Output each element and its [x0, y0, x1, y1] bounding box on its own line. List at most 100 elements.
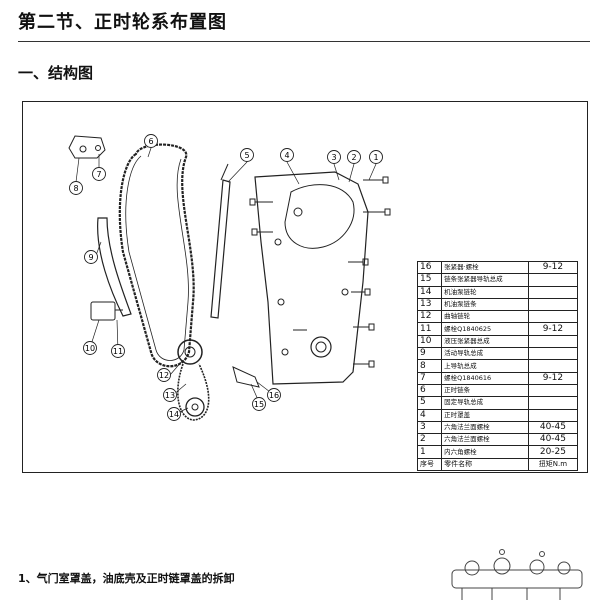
svg-text:8: 8 [73, 184, 78, 193]
cell-name: 液压张紧器总成 [441, 334, 529, 349]
callout-3: 3 [327, 150, 341, 164]
cell-name: 机油泵链轮 [441, 285, 529, 299]
callout-10: 10 [83, 341, 97, 355]
svg-text:6: 6 [148, 137, 153, 146]
cell-name: 螺栓Q1840625 [441, 322, 529, 336]
svg-text:12: 12 [159, 371, 169, 380]
svg-text:5: 5 [244, 151, 249, 160]
callout-5: 5 [240, 148, 254, 162]
svg-text:10: 10 [85, 344, 95, 353]
cell-no: 1 [416, 445, 443, 459]
callout-13: 13 [163, 388, 177, 402]
step-heading: 1、气门室罩盖，油底壳及正时链罩盖的拆卸 [18, 572, 235, 585]
timing-chain [118, 143, 195, 368]
oil-pump-chain [177, 363, 210, 421]
cell-name: 内六角螺栓 [441, 445, 529, 459]
svg-text:1: 1 [373, 153, 378, 162]
cell-no: 5 [416, 396, 443, 410]
cell-name: 固定导轨总成 [441, 396, 529, 410]
page-title: 第二节、正时轮系布置图 [18, 12, 227, 33]
cell-torque: 9-12 [527, 322, 579, 336]
cell-torque [527, 285, 579, 299]
cell-name: 机油泵链条 [441, 297, 529, 312]
callout-11: 11 [111, 344, 125, 358]
section-heading: 一、结构图 [18, 64, 94, 82]
svg-text:11: 11 [113, 347, 123, 356]
cell-name: 正时罩盖 [441, 408, 529, 422]
cell-name: 上导轨总成 [441, 359, 529, 373]
cell-no: 15 [416, 273, 443, 287]
cell-torque [527, 297, 579, 312]
cell-name: 正时链条 [441, 383, 529, 398]
cell-torque [527, 334, 579, 349]
cell-torque [527, 273, 579, 287]
engine-thumbnail-image [451, 549, 583, 600]
moving-guide [97, 217, 132, 317]
callout-6: 6 [144, 134, 158, 148]
cell-torque [527, 310, 579, 324]
callout-2: 2 [347, 150, 361, 164]
svg-text:7: 7 [96, 170, 101, 179]
header-name: 零件名称 [441, 457, 529, 472]
cell-torque [527, 396, 579, 410]
cell-name: 活动导轨总成 [441, 347, 529, 361]
cell-name: 链条张紧器导轨总成 [441, 273, 529, 287]
callout-4: 4 [280, 148, 294, 162]
upper-guide [68, 135, 106, 159]
cell-no: 10 [416, 334, 443, 349]
callout-14: 14 [167, 407, 181, 421]
svg-text:15: 15 [254, 400, 264, 409]
cell-no: 6 [416, 383, 443, 398]
callout-9: 9 [84, 250, 98, 264]
callout-7: 7 [92, 167, 106, 181]
cell-no: 7 [416, 371, 443, 385]
svg-text:9: 9 [88, 253, 93, 262]
table-header-row: 序号零件名称扭矩N.m [416, 457, 579, 472]
oil-pump-sprocket [185, 397, 205, 417]
fixed-guide-rail [210, 179, 231, 319]
timing-cover [254, 171, 369, 385]
cell-torque: 40-45 [527, 433, 579, 447]
svg-text:2: 2 [351, 153, 356, 162]
cell-name: 六角法兰面螺栓 [441, 433, 529, 447]
cell-no: 12 [416, 310, 443, 324]
cell-no: 9 [416, 347, 443, 361]
svg-text:4: 4 [284, 151, 289, 160]
header-torque: 扭矩N.m [527, 457, 579, 472]
callout-16: 16 [267, 388, 281, 402]
hydraulic-tensioner [90, 301, 116, 321]
cell-no: 3 [416, 420, 443, 435]
cell-name: 曲轴链轮 [441, 310, 529, 324]
svg-text:3: 3 [331, 153, 336, 162]
cell-torque: 9-12 [527, 371, 579, 385]
cell-no: 4 [416, 408, 443, 422]
cell-no: 8 [416, 359, 443, 373]
cell-no: 2 [416, 433, 443, 447]
cell-torque [527, 347, 579, 361]
cell-name: 六角法兰面螺栓 [441, 420, 529, 435]
cell-torque: 9-12 [527, 260, 579, 275]
callout-8: 8 [69, 181, 83, 195]
svg-text:13: 13 [165, 391, 175, 400]
cell-no: 13 [416, 297, 443, 312]
svg-text:14: 14 [169, 410, 179, 419]
cell-torque [527, 408, 579, 422]
callout-15: 15 [252, 397, 266, 411]
svg-text:16: 16 [269, 391, 279, 400]
cell-torque: 20-25 [527, 445, 579, 459]
title-divider [18, 41, 590, 42]
